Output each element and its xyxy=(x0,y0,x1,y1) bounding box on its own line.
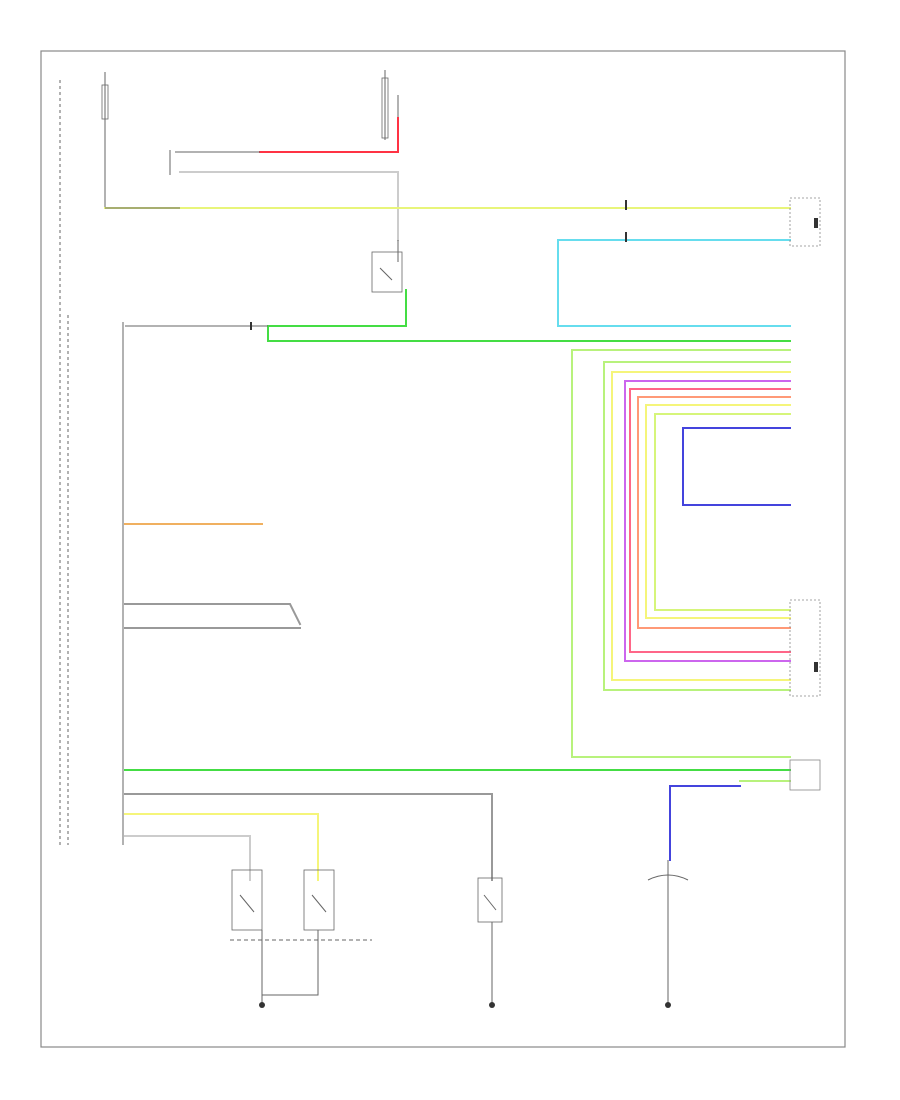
wire-green xyxy=(289,289,407,327)
wire-gray-bottom xyxy=(124,793,493,881)
wire-green-3 xyxy=(267,325,291,342)
bottom-switch-middle xyxy=(477,877,503,1008)
ground-icon xyxy=(665,1002,671,1008)
wire-gray-light-bottom xyxy=(124,835,251,881)
brake-switch xyxy=(371,240,403,293)
fuse-box-right xyxy=(381,70,399,140)
fuse-box-left xyxy=(101,72,109,208)
switch-icon xyxy=(231,869,263,931)
bottom-switch-left xyxy=(230,869,372,1008)
switch-icon xyxy=(371,251,403,293)
fuse-icon xyxy=(101,84,109,120)
wire-red xyxy=(259,117,399,153)
ground-icon xyxy=(259,1002,265,1008)
wire-salmon xyxy=(637,396,791,629)
connector-right-bottom xyxy=(789,759,821,791)
wire-gray-2 xyxy=(124,603,302,626)
wire-yellow-bundle xyxy=(611,371,791,681)
wire-lightgreen-long xyxy=(571,349,791,758)
connector-icon xyxy=(789,759,821,791)
wire-violet xyxy=(624,380,791,662)
wire-light-blue xyxy=(557,239,791,327)
connector-right-top xyxy=(789,197,821,247)
wire-yellow-bottom xyxy=(124,813,319,881)
connector-icon xyxy=(789,599,821,697)
connector-right-bundle xyxy=(789,599,821,697)
wire-yellowgreen-2 xyxy=(654,413,791,611)
transmission-sensor xyxy=(647,860,689,1008)
wire-blue-violet xyxy=(682,427,791,506)
ground-icon xyxy=(489,1002,495,1008)
wire-blue-violet-bottom xyxy=(669,785,741,861)
wire-green-bundle xyxy=(603,361,791,691)
wire-pink xyxy=(629,388,791,653)
connector-icon xyxy=(789,197,821,247)
wire-yellow-2 xyxy=(645,404,791,619)
wire-gray xyxy=(179,171,399,241)
switch-icon xyxy=(477,877,503,923)
switch-icon xyxy=(303,869,335,931)
diagram-border xyxy=(40,50,846,1048)
